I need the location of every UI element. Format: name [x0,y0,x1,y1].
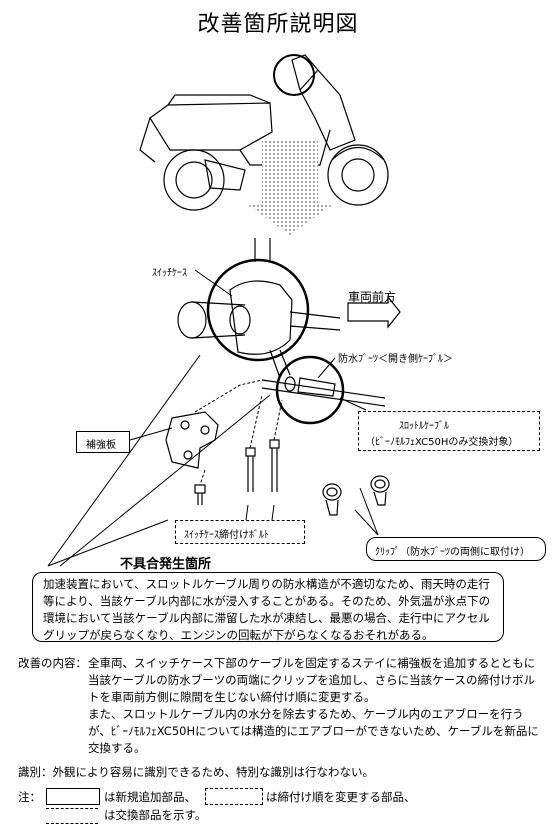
legend-order-swatch [205,788,263,805]
reinforcement-box: 補強板 [76,431,130,453]
zoom-arrow [248,140,332,235]
scooter-drawing [139,54,389,211]
legend-new-swatch [46,788,100,805]
boot-label: 防水ﾌﾞｰﾂ＜開き側ｹｰﾌﾞﾙ＞ [338,354,453,365]
identification-text: 識別：外観により容易に識別できるため、特別な識別は行なわない。 [18,765,375,779]
note-label: 注： [18,790,41,804]
reinforcement-plate-drawing [165,411,219,469]
bolt-label: ｽｲｯﾁｹｰｽ締付けﾎﾞﾙﾄ [184,530,269,541]
cable-drawing [261,376,386,407]
improvement-text-1: 全車両、スイッチケース下部のケーブルを固定するステイに補強板を追加するとともに当… [88,656,536,704]
bolt-drawing [245,439,280,492]
defect-text: 加速装置において、スロットルケーブル周りの防水構造が不適切なため、雨天時の走行等… [43,577,491,642]
switch-case-drawing [177,238,341,379]
throttle-cable-note: （ﾋﾞｰﾉﾓﾙﾌｪXC50Hのみ交換対象） [365,437,519,448]
clip-box: ｸﾘｯﾌﾟ（防水ﾌﾞｰﾂの両側に取付け） [366,537,546,561]
reinforcement-label: 補強板 [86,440,116,451]
throttle-cable-label: ｽﾛｯﾄﾙｹｰﾌﾞﾙ [399,421,449,432]
legend-replace-text: は交換部品を示す。 [104,808,207,822]
improvement-text-2: また、スロットルケーブル内の水分を除去するため、ケーブル内のエアブローを行うが、… [88,707,539,755]
legend-order-text: は締付け順を変更する部品、 [266,790,416,804]
vehicle-front-arrow [347,295,401,329]
switch-case-circle [206,258,310,362]
clip-label: ｸﾘｯﾌﾟ（防水ﾌﾞｰﾂの両側に取付け） [375,547,530,558]
improvement-label: 改善の内容： [18,656,87,670]
defect-heading: 不具合発生箇所 [120,557,212,572]
throttle-cable-box: ｽﾛｯﾄﾙｹｰﾌﾞﾙ （ﾋﾞｰﾉﾓﾙﾌｪXC50Hのみ交換対象） [358,411,540,451]
bolt-box: ｽｲｯﾁｹｰｽ締付けﾎﾞﾙﾄ [175,520,305,544]
legend-replace-swatch [46,808,98,824]
page-title: 改善箇所説明図 [197,12,359,37]
defect-box: 加速装置において、スロットルケーブル周りの防水構造が不適切なため、雨天時の走行等… [32,572,504,642]
clip-drawing [322,475,390,516]
handle-highlight-circle [273,54,315,96]
switch-case-label: ｽｲｯﾁｹｰｽ [152,268,187,279]
vehicle-front-label: 車両前方 [348,290,397,304]
legend-new-text: は新規追加部品、 [104,790,196,804]
